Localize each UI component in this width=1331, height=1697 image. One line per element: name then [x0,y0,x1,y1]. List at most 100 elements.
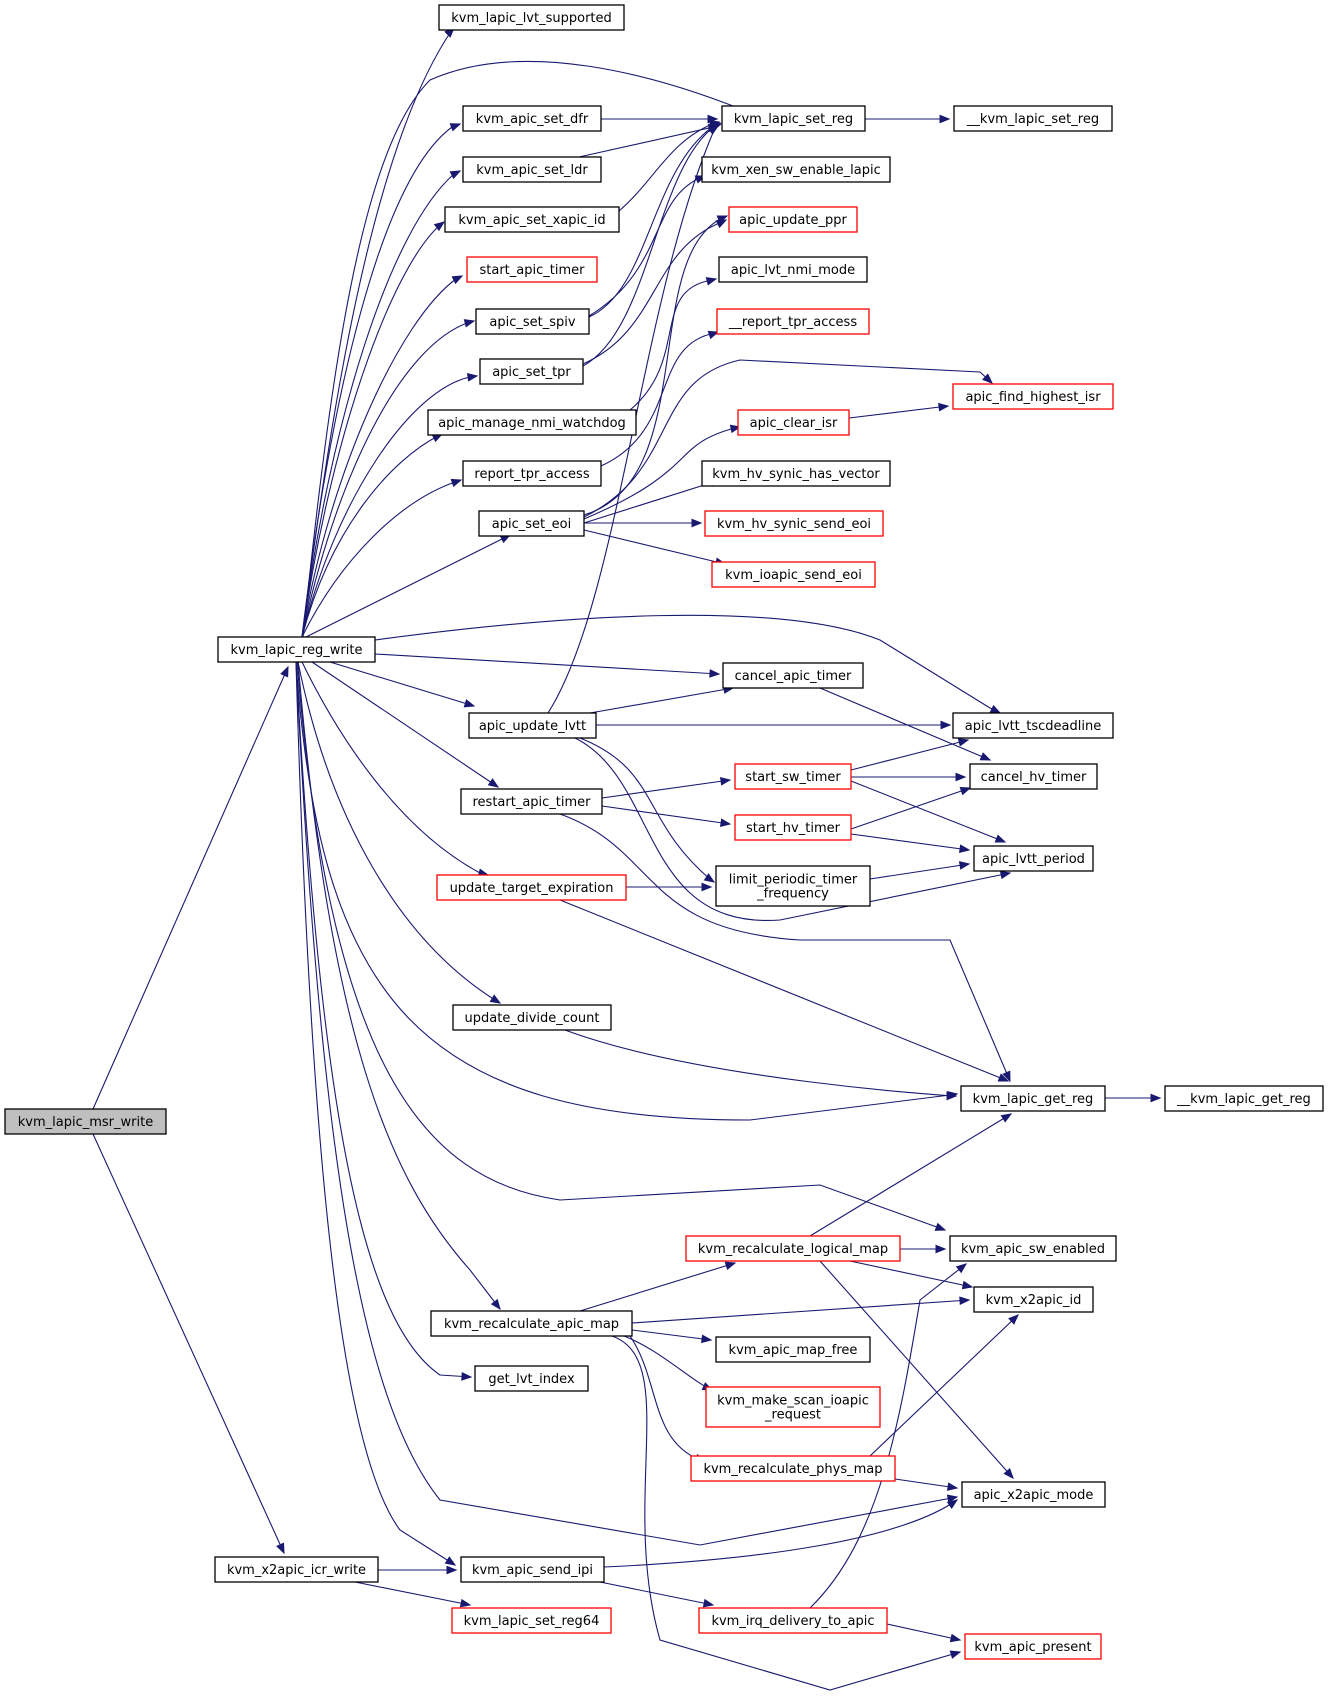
node-apic-x2apic-mode[interactable]: apic_x2apic_mode [961,1481,1106,1508]
node-get-lvt-index[interactable]: get_lvt_index [474,1365,589,1392]
node-label: kvm_lapic_get_reg [973,1092,1094,1107]
node-kvm-apic-sw-enabled[interactable]: kvm_apic_sw_enabled [949,1235,1117,1262]
node-update-target-expiration[interactable]: update_target_expiration [436,874,627,901]
node-apic-manage-nmi-watchdog[interactable]: apic_manage_nmi_watchdog [427,409,637,436]
node-update-divide-count[interactable]: update_divide_count [452,1004,612,1031]
edge-line [623,1335,713,1391]
edge-line [301,275,463,638]
edge-line [92,1133,285,1554]
edge-kvm_lapic_set_reg-to-__kvm_lapic_set_reg [865,114,951,124]
edge-line [329,661,475,707]
node-cancel-hv-timer[interactable]: cancel_hv_timer [969,763,1098,790]
node-kvm-apic-set-ldr[interactable]: kvm_apic_set_ldr [462,156,602,183]
node-kvm-apic-set-dfr[interactable]: kvm_apic_set_dfr [462,105,602,132]
node-kvm-lapic-msr-write[interactable]: kvm_lapic_msr_write [4,1108,167,1135]
node-restart-apic-timer[interactable]: restart_apic_timer [460,788,603,815]
edge-line [600,331,719,467]
edge-kvm_lapic_reg_write-to-kvm_lapic_set_reg [302,60,767,638]
node-box [451,1607,612,1634]
edge-line [579,737,715,883]
node-apic-clear-isr[interactable]: apic_clear_isr [737,409,850,436]
node-apic-update-lvtt[interactable]: apic_update_lvtt [468,712,597,739]
node-kvm-apic-present[interactable]: kvm_apic_present [964,1633,1102,1660]
node-report-tpr-access[interactable]: report_tpr_access [462,460,602,487]
node-box [478,510,585,537]
edge-apic_set_eoi-to-kvm_ioapic_send_eoi [583,529,727,566]
node-label: __kvm_lapic_set_reg [966,112,1099,127]
node-kvm-apic-map-free[interactable]: kvm_apic_map_free [715,1336,871,1363]
node-apic-find-highest-isr[interactable]: apic_find_highest_isr [952,383,1114,410]
node-label: apic_lvt_nmi_mode [731,263,855,278]
node-label: __kvm_lapic_get_reg [1176,1092,1311,1107]
edge-arrowhead [451,275,464,285]
edge-arrowhead [433,221,446,232]
edge-apic_update_lvtt-to-cancel_apic_timer [589,685,735,714]
edge-arrowhead [709,669,721,678]
node---report-tpr-access[interactable]: __report_tpr_access [716,308,870,335]
node-apic-update-ppr[interactable]: apic_update_ppr [728,206,858,233]
node-kvm-recalculate-logical-map[interactable]: kvm_recalculate_logical_map [685,1235,901,1262]
node-label: kvm_apic_send_ipi [472,1563,593,1578]
node-start-apic-timer[interactable]: start_apic_timer [466,256,598,283]
node-label: kvm_x2apic_id [986,1293,1082,1308]
node-label: limit_periodic_timer [729,873,858,888]
node-kvm-irq-delivery-to-apic[interactable]: kvm_irq_delivery_to_apic [698,1607,888,1634]
edge-line [578,125,719,158]
node-kvm-lapic-set-reg64[interactable]: kvm_lapic_set_reg64 [451,1607,612,1634]
edge-arrowhead [997,1073,1010,1082]
node-cancel-apic-timer[interactable]: cancel_apic_timer [722,662,864,689]
edge-restart_apic_timer-to-start_hv_timer [601,805,732,827]
node-label: kvm_apic_present [974,1640,1091,1655]
node-box [474,1365,589,1392]
node-apic-lvt-nmi-mode[interactable]: apic_lvt_nmi_mode [718,256,868,283]
node-kvm-lapic-lvt-supported[interactable]: kvm_lapic_lvt_supported [438,4,625,31]
node-apic-set-spiv[interactable]: apic_set_spiv [475,308,590,335]
edge-kvm_lapic_reg_write-to-kvm_apic_set_xapic_id [301,221,446,638]
edge-arrowhead [466,373,479,382]
edge-line [588,122,721,318]
node-kvm-recalculate-apic-map[interactable]: kvm_recalculate_apic_map [430,1310,633,1337]
node-kvm-xen-sw-enable-lapic[interactable]: kvm_xen_sw_enable_lapic [701,156,891,183]
node-kvm-lapic-get-reg[interactable]: kvm_lapic_get_reg [960,1085,1106,1112]
node-apic-lvtt-tscdeadline[interactable]: apic_lvtt_tscdeadline [952,712,1114,739]
edge-arrowhead [280,665,289,678]
node-label: kvm_lapic_set_reg [734,112,853,127]
node-apic-lvtt-period[interactable]: apic_lvtt_period [973,845,1094,872]
node-box [949,1235,1117,1262]
edge-arrowhead [703,873,716,883]
node-limit-periodic-timer-frequency[interactable]: limit_periodic_timer_frequency [715,865,871,907]
node-label: apic_set_eoi [492,517,571,532]
edge-line [849,1260,973,1288]
edge-apic_set_eoi-to-apic_update_ppr [583,215,729,516]
node-apic-set-eoi[interactable]: apic_set_eoi [478,510,585,537]
node---kvm-lapic-get-reg[interactable]: __kvm_lapic_get_reg [1164,1085,1324,1112]
node-box [444,206,620,233]
edge-arrowhead [949,1633,962,1643]
node-start-sw-timer[interactable]: start_sw_timer [734,763,852,790]
node-kvm-x2apic-icr-write[interactable]: kvm_x2apic_icr_write [214,1556,379,1583]
node-kvm-hv-synic-has-vector[interactable]: kvm_hv_synic_has_vector [701,460,891,487]
node-kvm-recalculate-phys-map[interactable]: kvm_recalculate_phys_map [690,1455,896,1482]
node-kvm-ioapic-send-eoi[interactable]: kvm_ioapic_send_eoi [711,561,876,588]
edge-kvm_x2apic_icr_write-to-kvm_lapic_set_reg64 [354,1581,472,1608]
edge-kvm_lapic_reg_write-to-kvm_apic_set_ldr [301,170,462,638]
edge-line [819,687,991,761]
node-kvm-x2apic-id[interactable]: kvm_x2apic_id [973,1286,1094,1313]
edge-kvm_lapic_get_reg-to-__kvm_lapic_get_reg [1105,1093,1162,1103]
node-kvm-make-scan-ioapic-request[interactable]: kvm_make_scan_ioapic_request [705,1386,881,1428]
edge-line [850,739,969,771]
node-kvm-apic-set-xapic-id[interactable]: kvm_apic_set_xapic_id [444,206,620,233]
edge-arrowhead [959,786,972,796]
node---kvm-lapic-set-reg[interactable]: __kvm_lapic_set_reg [953,105,1113,132]
edge-arrowhead [994,834,1007,843]
edge-arrowhead [276,1542,285,1555]
node-kvm-lapic-set-reg[interactable]: kvm_lapic_set_reg [721,105,866,132]
node-kvm-lapic-reg-write[interactable]: kvm_lapic_reg_write [217,636,376,663]
node-start-hv-timer[interactable]: start_hv_timer [734,814,852,841]
node-apic-set-tpr[interactable]: apic_set_tpr [479,358,584,385]
node-kvm-hv-synic-send-eoi[interactable]: kvm_hv_synic_send_eoi [704,510,884,537]
edge-line [374,614,1001,714]
edge-kvm_recalculate_apic_map-to-kvm_make_scan_ioapic_request [623,1335,714,1391]
node-kvm-apic-send-ipi[interactable]: kvm_apic_send_ipi [460,1556,605,1583]
node-label: _frequency [756,887,829,902]
